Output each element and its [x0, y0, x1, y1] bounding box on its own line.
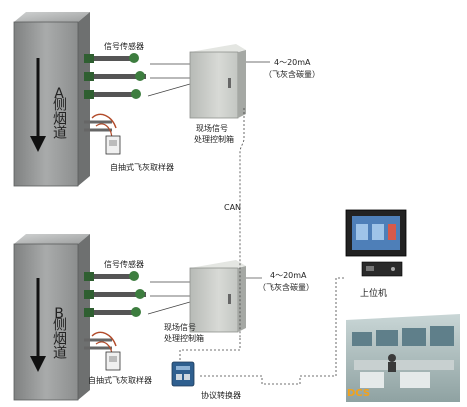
- upper-computer-label: 上位机: [360, 287, 387, 299]
- sensor-probes-b: [84, 271, 146, 317]
- unit-a: A 侧烟道 信号传感器 自抽式飞灰取样器: [13, 12, 320, 187]
- control-box-label-a-line1: 现场信号: [196, 123, 228, 133]
- sampler-a: [84, 113, 121, 155]
- sampler-label-b: 自抽式飞灰取样器: [88, 375, 152, 385]
- signal-label-a-line2: （飞灰含碳量）: [264, 69, 320, 79]
- control-box-a: [189, 44, 246, 119]
- duct-label-b: 侧烟道: [51, 317, 67, 360]
- sensor-label-b: 信号传感器: [104, 259, 144, 269]
- can-bus: [179, 108, 346, 385]
- control-box-label-b-line1: 现场信号: [164, 322, 196, 332]
- duct-letter-a: A: [54, 86, 64, 102]
- signal-label-b-line2: （飞灰含碳量）: [258, 282, 314, 292]
- sensor-label-a: 信号传感器: [104, 41, 144, 51]
- bus-label: CAN: [224, 203, 241, 212]
- signal-label-b-line1: 4～20mA: [270, 271, 307, 280]
- control-box-b: [189, 260, 246, 333]
- control-box-label-b-line2: 处理控制箱: [164, 333, 204, 343]
- duct-letter-b: B: [54, 306, 64, 322]
- flue-duct-b: [13, 234, 90, 401]
- control-box-label-a-line2: 处理控制箱: [194, 134, 234, 144]
- sampler-label-a: 自抽式飞灰取样器: [110, 162, 174, 172]
- sampler-b: [84, 331, 121, 371]
- sensor-probes-a: [84, 53, 146, 99]
- unit-b: B 侧烟道 信号传感器 自抽式飞灰取样器: [13, 234, 314, 401]
- dcs-room: [346, 314, 460, 402]
- duct-label-a: 侧烟道: [51, 97, 67, 140]
- protocol-converter: [171, 361, 195, 387]
- signal-label-a-line1: 4～20mA: [274, 58, 311, 67]
- flue-duct-a: [13, 12, 90, 187]
- upper-computer: [345, 209, 407, 277]
- dcs-label: DCS: [347, 388, 370, 399]
- converter-label: 协议转换器: [201, 390, 241, 400]
